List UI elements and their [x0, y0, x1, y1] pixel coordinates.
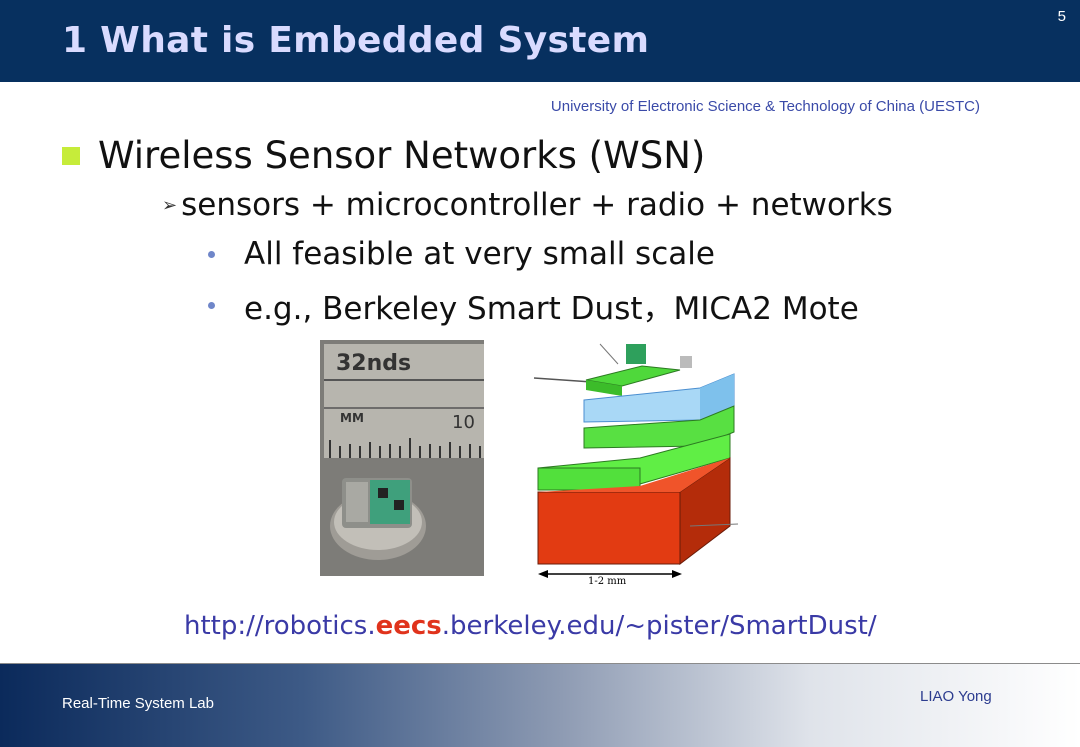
bullet-level3-text: All feasible at very small scale	[244, 236, 715, 272]
slide-title: 1 What is Embedded System	[62, 20, 650, 61]
slide-header	[0, 0, 1080, 82]
mica-mote-diagram: 1-2 mm	[530, 336, 745, 587]
ruler-label-10: 10	[452, 412, 475, 433]
square-bullet-icon	[62, 146, 80, 165]
bullet-level2: ➢ sensors + microcontroller + radio + ne…	[162, 187, 893, 223]
ruler-label-32nds: 32nds	[336, 351, 411, 376]
dot-bullet-icon	[208, 302, 215, 309]
link-prefix: http://robotics.	[184, 611, 376, 641]
university-name: University of Electronic Science & Techn…	[550, 98, 980, 115]
page-number: 5	[1057, 8, 1066, 25]
bullet-level1-text: Wireless Sensor Networks (WSN)	[98, 134, 706, 177]
bullet-level3-text: e.g., Berkeley Smart Dust，MICA2 Mote	[244, 291, 859, 327]
arrow-bullet-icon: ➢	[162, 194, 178, 216]
footer-divider	[0, 663, 1080, 664]
slide-footer	[0, 663, 1080, 747]
link-highlight: eecs	[375, 611, 442, 641]
footer-author: LIAO Yong	[920, 688, 992, 705]
ruler-label-mm: MM	[340, 411, 364, 425]
smart-dust-photo: 32nds MM 10	[320, 340, 484, 576]
link-suffix: .berkeley.edu/~pister/SmartDust/	[441, 611, 877, 641]
bullet-level3: e.g., Berkeley Smart Dust，MICA2 Mote	[208, 283, 859, 328]
scale-label: 1-2 mm	[588, 576, 627, 586]
bullet-level3: All feasible at very small scale	[208, 236, 715, 272]
bullet-level1: Wireless Sensor Networks (WSN)	[62, 134, 705, 177]
smartdust-link[interactable]: http://robotics.eecs.berkeley.edu/~piste…	[184, 611, 877, 641]
dot-bullet-icon	[208, 250, 215, 258]
footer-lab-name: Real-Time System Lab	[62, 695, 214, 712]
bullet-level2-text: sensors + microcontroller + radio + netw…	[181, 187, 893, 223]
